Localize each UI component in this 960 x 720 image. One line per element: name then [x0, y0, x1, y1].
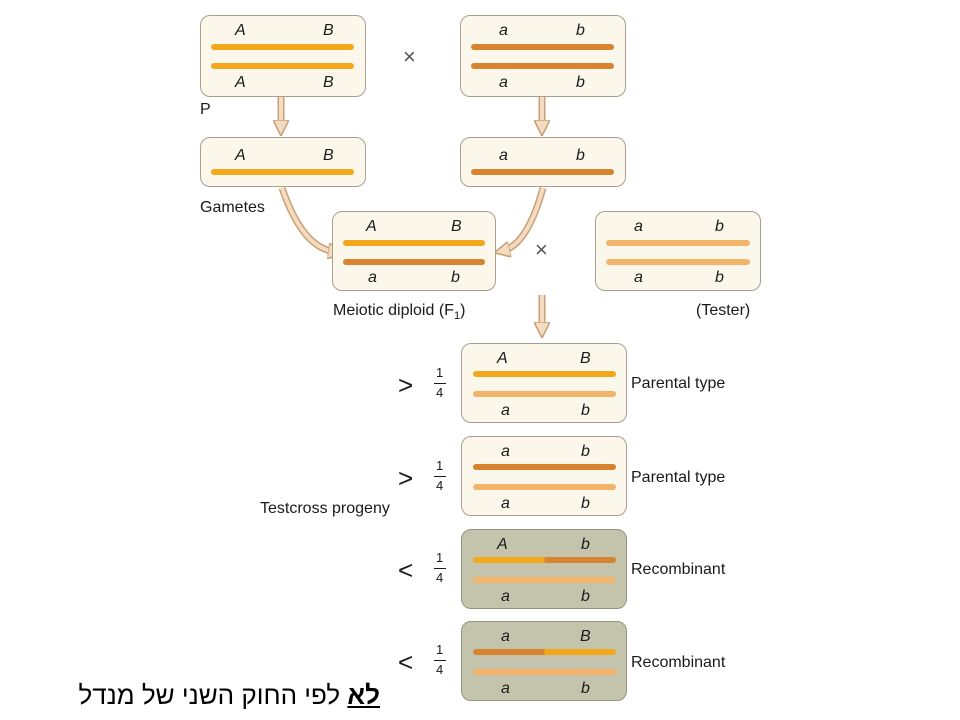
allele-B: B [451, 218, 462, 235]
allele-A: A [235, 22, 246, 39]
chromosome-recessive [471, 44, 614, 50]
chromosome-tester [606, 240, 750, 246]
allele-B: B [580, 628, 591, 645]
cross-symbol: × [403, 44, 416, 69]
allele-a: a [634, 218, 643, 235]
progeny-parental-ab-box: A B a b [461, 343, 627, 423]
chromosome-recombinant [473, 649, 616, 655]
progeny-parental-recessive-box: a b a b [461, 436, 627, 516]
f1-diploid-box: A B a b [332, 211, 496, 291]
chromosome-recessive [471, 169, 614, 175]
allele-a: a [501, 495, 510, 512]
testcross-progeny-label: Testcross progeny [260, 500, 390, 517]
allele-b: b [581, 402, 590, 419]
allele-a: a [501, 680, 510, 697]
chromosome-recessive [471, 63, 614, 69]
chromosome-tester [606, 259, 750, 265]
allele-a: a [499, 22, 508, 39]
chromosome-dominant [211, 169, 354, 175]
allele-b: b [581, 680, 590, 697]
allele-a: a [501, 588, 510, 605]
allele-b: b [715, 218, 724, 235]
chromosome-dominant [211, 44, 354, 50]
allele-a: a [501, 443, 510, 460]
allele-a: a [634, 269, 643, 286]
allele-b: b [576, 74, 585, 91]
tester-label: (Tester) [696, 302, 751, 319]
gametes-label: Gametes [200, 199, 265, 216]
allele-a: a [499, 74, 508, 91]
allele-A: A [366, 218, 377, 235]
progeny-type-label: Recombinant [631, 654, 726, 671]
allele-A: A [497, 536, 508, 553]
allele-b: b [576, 147, 585, 164]
parent-ab-recessive-box: a b a b [460, 15, 626, 97]
parent-ab-box: A B A B [200, 15, 366, 97]
allele-A: A [235, 74, 246, 91]
progeny-type-label: Parental type [631, 469, 726, 486]
arrow-gamete-left [278, 186, 337, 256]
chromosome-recessive [343, 259, 485, 265]
allele-B: B [323, 74, 334, 91]
chromosome-tester [473, 577, 616, 583]
allele-B: B [323, 147, 334, 164]
cross-symbol: × [535, 237, 548, 262]
tester-box: a b a b [595, 211, 761, 291]
progeny-type-label: Parental type [631, 375, 726, 392]
chromosome-tester [473, 391, 616, 397]
allele-b: b [581, 443, 590, 460]
chromosome-dominant [473, 371, 616, 377]
allele-a: a [501, 628, 510, 645]
allele-A: A [235, 147, 246, 164]
progeny-type-label: Recombinant [631, 561, 726, 578]
caption: לא לפי החוק השני של מנדל [30, 680, 380, 710]
chromosome-dominant [343, 240, 485, 246]
allele-B: B [580, 350, 591, 367]
progeny-recombinant-aB-box: a B a b [461, 621, 627, 701]
allele-b: b [451, 269, 460, 286]
allele-a: a [368, 269, 377, 286]
chromosome-dominant [211, 63, 354, 69]
allele-b: b [715, 269, 724, 286]
gamete-ab-box: A B [200, 137, 366, 187]
chromosome-recessive [473, 464, 616, 470]
chromosome-tester [473, 484, 616, 490]
chromosome-recombinant [473, 557, 616, 563]
allele-b: b [581, 495, 590, 512]
progeny-recombinant-Ab-box: A b a b [461, 529, 627, 609]
allele-a: a [501, 402, 510, 419]
allele-A: A [497, 350, 508, 367]
allele-b: b [581, 536, 590, 553]
caption-text: לפי החוק השני של מנדל [78, 680, 341, 710]
allele-B: B [323, 22, 334, 39]
allele-a: a [499, 147, 508, 164]
gamete-ab-recessive-box: a b [460, 137, 626, 187]
allele-b: b [576, 22, 585, 39]
caption-negation: לא [347, 680, 380, 710]
p-generation-label: P [200, 101, 211, 118]
allele-b: b [581, 588, 590, 605]
chromosome-tester [473, 669, 616, 675]
f1-label: Meiotic diploid (F1) [333, 302, 466, 323]
